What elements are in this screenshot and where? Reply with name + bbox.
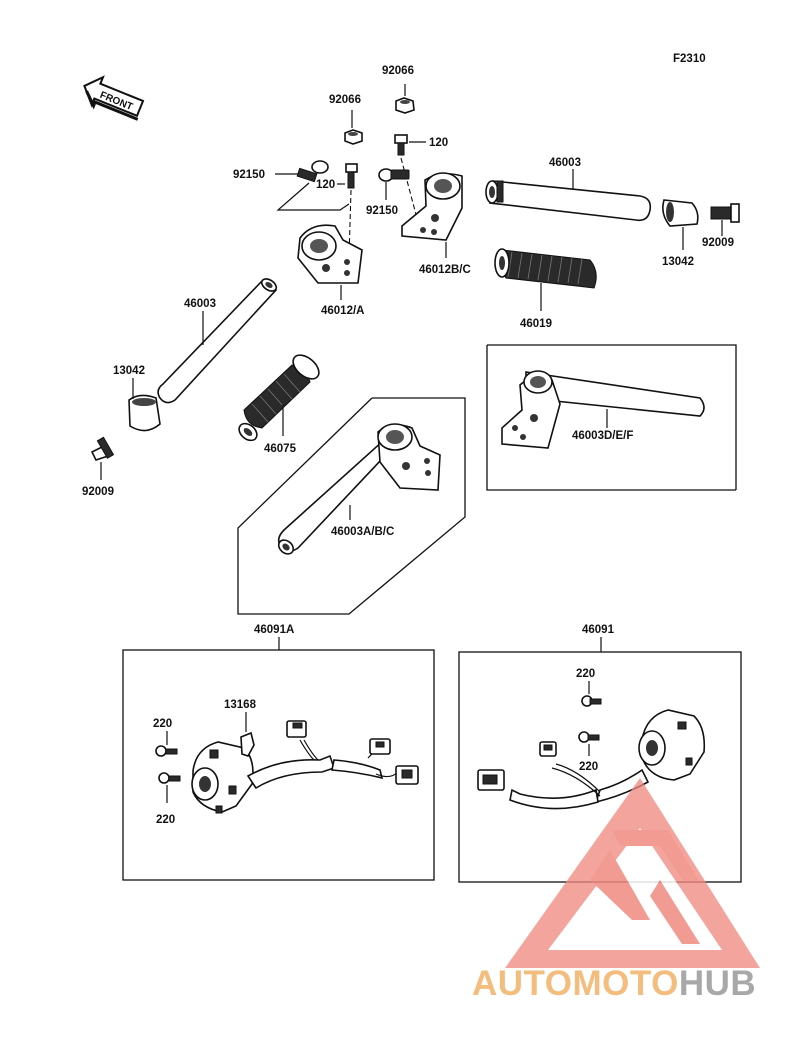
label-92066-top: 92066 — [382, 65, 414, 77]
watermark-logo-icon — [505, 778, 760, 968]
label-92009-right: 92009 — [702, 237, 734, 249]
clamp-46012bc — [401, 172, 463, 241]
bar-end-13042-right — [662, 199, 699, 227]
nut-92066-top — [395, 97, 415, 114]
automotohub-watermark: AUTOMOTOHUB — [472, 778, 760, 1003]
label-46003def: 46003D/E/F — [572, 430, 633, 442]
bolt-92150-left — [296, 160, 329, 183]
label-92066-mid: 92066 — [329, 94, 361, 106]
label-13168: 13168 — [224, 699, 257, 711]
bolt-120-right — [394, 134, 408, 156]
grip-46019 — [494, 248, 597, 289]
grip-46075 — [238, 354, 320, 442]
label-46075: 46075 — [264, 443, 297, 455]
screw-220-d — [578, 731, 600, 743]
box-46091 — [458, 651, 742, 883]
label-46003abc: 46003A/B/C — [331, 526, 394, 538]
label-13042-left: 13042 — [113, 365, 145, 377]
screw-220-a — [155, 745, 178, 757]
svg-text:AUTOMOTOHUB: AUTOMOTOHUB — [472, 964, 756, 1003]
screw-92009-left — [90, 436, 115, 461]
label-46091: 46091 — [582, 624, 615, 636]
label-92150-left: 92150 — [233, 169, 265, 181]
box-46003abc — [237, 397, 466, 615]
label-46091a: 46091A — [254, 624, 294, 636]
label-220-b: 220 — [156, 814, 175, 826]
clamp-46012a — [297, 224, 363, 284]
screw-220-b — [158, 772, 181, 784]
label-92009-left: 92009 — [82, 486, 114, 498]
screw-92009-right — [710, 203, 740, 223]
screw-220-c — [581, 695, 602, 707]
label-220-d: 220 — [579, 761, 598, 773]
label-220-c: 220 — [576, 668, 595, 680]
label-46012bc: 46012B/C — [419, 264, 471, 276]
box-46003def — [486, 344, 737, 491]
nut-92066-mid — [344, 129, 363, 145]
label-92150-right: 92150 — [366, 205, 398, 217]
label-13042-right: 13042 — [662, 256, 694, 268]
label-120-left: 120 — [316, 179, 335, 191]
label-220-a: 220 — [153, 718, 172, 730]
label-46003-left: 46003 — [184, 298, 216, 310]
handlebar-46003-left — [157, 278, 278, 404]
figure-code: F2310 — [673, 53, 706, 65]
label-46003-top: 46003 — [549, 157, 581, 169]
bar-end-13042-left — [128, 394, 161, 432]
label-46012a: 46012/A — [321, 305, 364, 317]
label-46019: 46019 — [520, 318, 552, 330]
watermark-brand-part1: AUTOMOTO — [472, 964, 679, 1003]
box-46091a — [122, 649, 435, 881]
front-arrow-icon: FRONT — [83, 75, 145, 121]
watermark-brand-part2: HUB — [679, 964, 756, 1003]
bolt-120-left — [345, 163, 358, 189]
label-120-right: 120 — [429, 137, 448, 149]
handlebar-46003-top — [485, 180, 652, 222]
bolt-92150-right — [378, 168, 410, 182]
